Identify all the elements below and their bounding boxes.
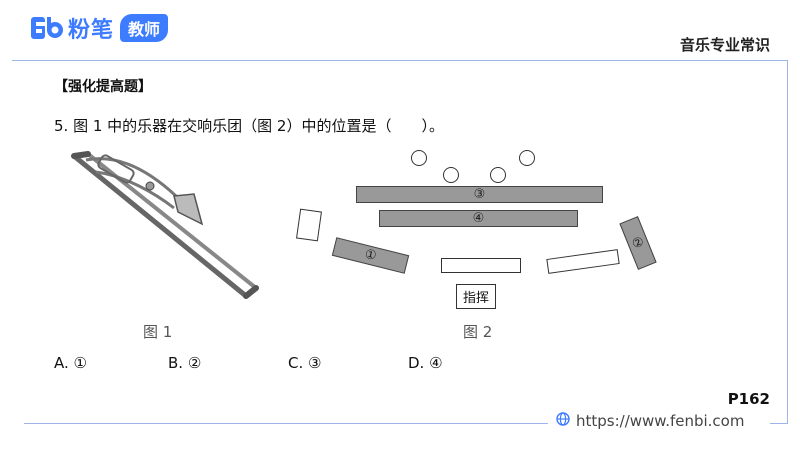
footer-url-text[interactable]: https://www.fenbi.com [576, 412, 745, 430]
globe-icon [556, 412, 570, 430]
right-divider [787, 60, 788, 424]
position-1-label: ① [363, 246, 378, 265]
question-tag: 【强化提高题】 [54, 79, 152, 95]
position-4: ④ [379, 210, 578, 227]
position-2: ② [619, 216, 657, 270]
fb-logo-icon [30, 15, 64, 41]
figure2-caption: 图 2 [463, 323, 493, 341]
seat-block-right [546, 249, 620, 274]
header-divider [12, 60, 788, 61]
seat-block-left [296, 208, 322, 242]
seat-circle [490, 167, 506, 183]
logo-text: 粉笔 [68, 18, 115, 43]
brand-logo: 粉笔 教师 [30, 14, 169, 43]
seat-circle [411, 150, 427, 166]
footer-divider [24, 423, 548, 424]
seat-circle [519, 150, 535, 166]
position-1: ① [331, 237, 410, 274]
footer-url[interactable]: https://www.fenbi.com [556, 412, 744, 430]
question-text: 5. 图 1 中的乐器在交响乐团（图 2）中的位置是（ ）。 [54, 117, 444, 135]
position-3: ③ [356, 186, 603, 203]
footer-divider [770, 423, 788, 424]
conductor-box: 指挥 [456, 284, 497, 309]
page-number: P162 [727, 390, 770, 408]
option-c[interactable]: C. ③ [288, 354, 322, 372]
section-title: 音乐专业常识 [679, 36, 770, 54]
figure1-caption: 图 1 [143, 323, 173, 341]
option-b[interactable]: B. ② [168, 354, 202, 372]
seat-block-center [441, 258, 521, 273]
position-3-label: ③ [473, 187, 486, 202]
seat-circle [443, 167, 459, 183]
option-d[interactable]: D. ④ [408, 354, 443, 372]
option-a[interactable]: A. ① [54, 354, 87, 372]
position-2-label: ② [629, 233, 647, 253]
logo-badge: 教师 [120, 14, 169, 42]
trombone-icon [66, 146, 266, 306]
position-4-label: ④ [472, 211, 485, 226]
